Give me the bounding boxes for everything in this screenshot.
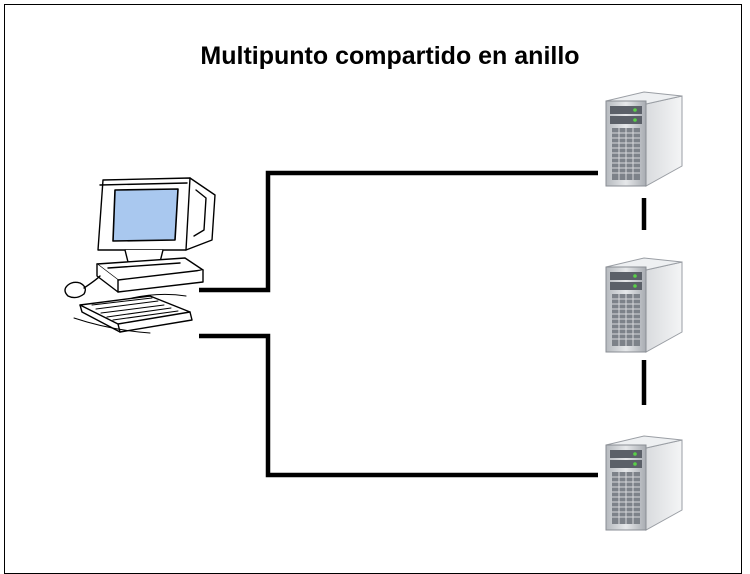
- server-1-icon[interactable]: [605, 91, 683, 187]
- desktop-computer-icon[interactable]: [64, 177, 216, 334]
- link-client-server-1: [199, 170, 598, 293]
- connection-lines: [199, 170, 647, 478]
- link-client-server-3: [199, 333, 598, 478]
- diagram-title: Multipunto compartido en anillo: [200, 42, 580, 70]
- server-3-icon[interactable]: [605, 435, 683, 531]
- server-2-icon[interactable]: [605, 257, 683, 353]
